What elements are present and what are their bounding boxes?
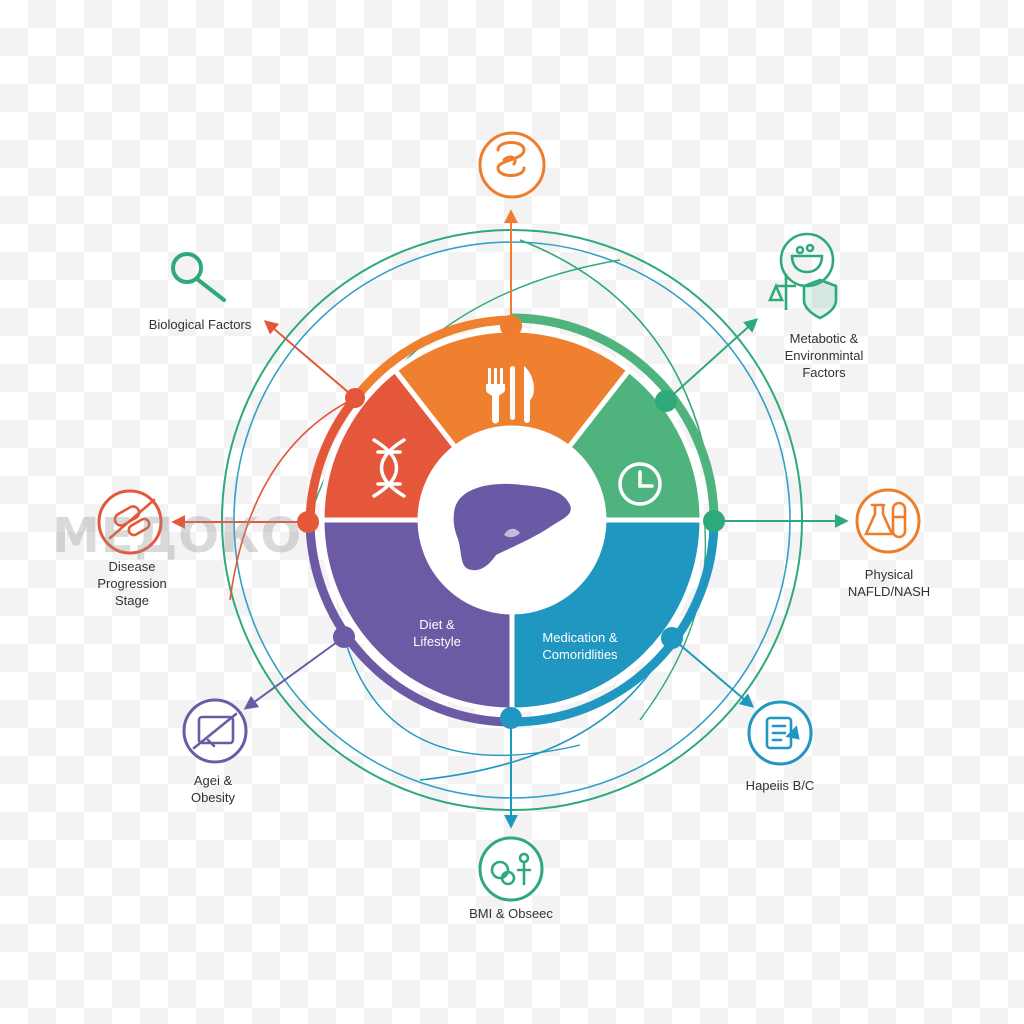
junction-dot-top <box>500 315 522 337</box>
watermark: МЕДОКО <box>52 508 303 564</box>
clipboard-icon <box>765 716 800 750</box>
pills-no-icon <box>108 498 156 540</box>
rim-green <box>511 313 719 521</box>
wheel-segment-diet <box>319 517 515 713</box>
bowl-shield-icon <box>768 232 838 320</box>
spoke-age <box>243 636 345 710</box>
fork-knife-icon <box>486 366 534 424</box>
wheel-segments <box>319 327 705 713</box>
node-label-bmi: BMI & Obseec <box>469 906 553 921</box>
junction-dot-biological <box>345 388 365 408</box>
spoke-hepatitis <box>671 637 755 708</box>
syringe-card-icon <box>192 712 238 750</box>
junction-dot-bmi <box>500 707 522 729</box>
dna-icon <box>372 438 406 498</box>
junction-dot-physical <box>703 510 725 532</box>
segment-label-medication: Medication & Comoridlities <box>542 630 618 662</box>
node-label-biological: Biological Factors <box>148 317 252 332</box>
spoke-biological <box>263 320 356 399</box>
node-label-physical: Physical NAFLD/NASH <box>847 567 931 599</box>
node-label-age: Agei & Obesity <box>190 773 236 805</box>
node-label-disease: Disease Progression Stage <box>97 559 167 608</box>
curve-red-1 <box>229 397 356 601</box>
rim-blue <box>511 519 719 727</box>
flask-icon <box>863 501 907 539</box>
rim-orange <box>351 315 511 401</box>
segment-label-diet: Diet & Lifestyle <box>413 617 461 649</box>
rim-purple <box>305 519 513 727</box>
node-label-metabolic: Metabotic & Environmintal Factors <box>784 331 864 380</box>
spoke-metabolic <box>665 318 759 402</box>
node-badge-top <box>478 131 546 199</box>
junction-dot-metabolic <box>655 390 677 412</box>
gut-icon <box>496 141 526 177</box>
junction-dot-hepatitis <box>661 627 683 649</box>
liver-icon <box>453 483 571 571</box>
rim-red <box>305 395 359 521</box>
node-label-hepatitis: Hapeiis B/C <box>745 778 815 793</box>
node-badge-bmi <box>478 836 544 902</box>
junction-dot-age <box>333 626 355 648</box>
clock-icon <box>618 462 662 506</box>
junction-dot-disease <box>297 511 319 533</box>
wheel-segment-medication <box>509 517 705 713</box>
scale-person-icon <box>490 852 532 886</box>
node-badge-physical <box>855 488 921 554</box>
magnifier-icon <box>171 252 226 302</box>
curve-blue-2 <box>344 639 581 757</box>
